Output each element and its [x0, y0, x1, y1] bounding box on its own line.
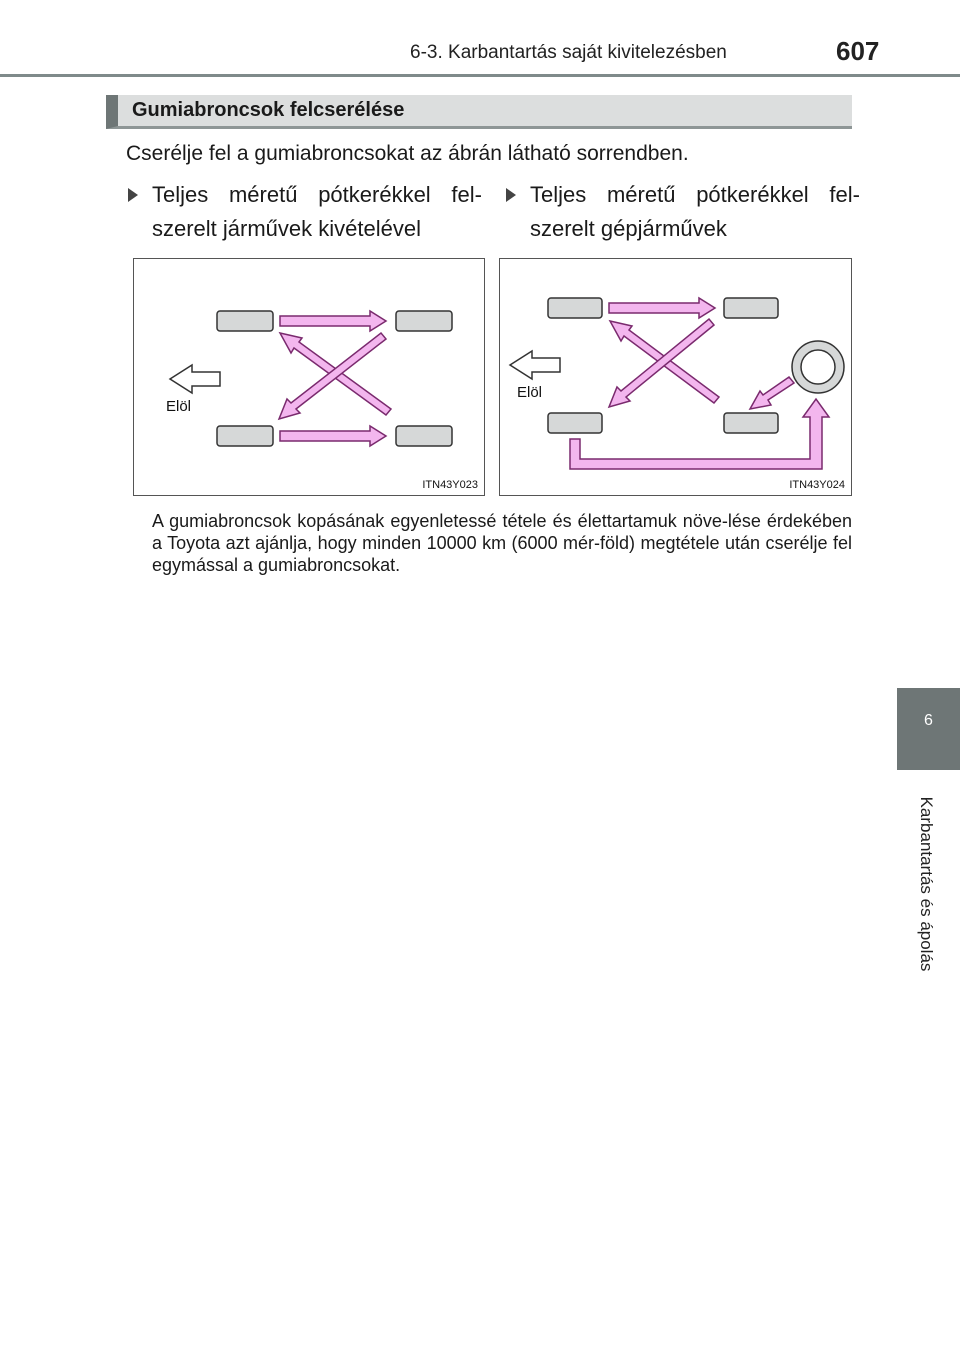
tire-rear-left: [547, 412, 603, 434]
intro-text: Cserélje fel a gumiabroncsokat az ábrán …: [126, 142, 689, 165]
tire-rotation-diagram-1: [168, 309, 453, 448]
tire-front-left: [216, 310, 274, 332]
tire-front-right: [395, 310, 453, 332]
front-direction-arrow-icon: [508, 349, 561, 381]
tire-rear-right: [723, 412, 779, 434]
figure-code-1: ITN43Y023: [422, 479, 478, 491]
front-label-2: Elöl: [517, 384, 543, 401]
arrow-rear-left-to-spare: [569, 397, 831, 470]
arrow-front-left-to-right: [608, 296, 717, 320]
figure-1: Elöl ITN43Y023: [133, 258, 485, 496]
bullet-triangle-icon: [506, 188, 516, 202]
header-section-title: 6-3. Karbantartás saját kivitelezésben: [410, 42, 727, 63]
arrow-front-right-to-rear-left: [277, 331, 388, 421]
arrow-front-right-to-rear-left: [607, 317, 716, 409]
front-direction-arrow-icon: [168, 363, 221, 395]
header-rule: [0, 74, 960, 77]
tire-front-right: [723, 297, 779, 319]
chapter-label-container: Karbantartás és ápolás: [910, 786, 940, 986]
chapter-tab: 6: [897, 688, 960, 770]
arrow-spare-to-rear-right: [748, 375, 796, 411]
tire-rotation-diagram-2: [508, 296, 845, 470]
arrow-rear-left-to-right: [279, 424, 388, 448]
bullet-2-text: Teljes méretű pótkerékkel fel-szerelt gé…: [530, 182, 860, 241]
bullet-2: Teljes méretű pótkerékkel fel-szerelt gé…: [506, 178, 862, 248]
tire-rear-left: [216, 425, 274, 447]
page-number: 607: [836, 36, 880, 66]
front-label-1: Elöl: [166, 398, 192, 415]
figure-2: Elöl ITN43Y024: [499, 258, 852, 496]
tire-front-left: [547, 297, 603, 319]
bullet-1-text: Teljes méretű pótkerékkel fel-szerelt já…: [152, 182, 482, 241]
bullet-1: Teljes méretű pótkerékkel fel-szerelt já…: [128, 178, 484, 248]
tire-rear-right: [395, 425, 453, 447]
section-title: Gumiabroncsok felcserélése: [132, 99, 405, 121]
note-text: A gumiabroncsok kopásának egyenletessé t…: [152, 511, 852, 575]
chapter-label: Karbantartás és ápolás: [917, 796, 936, 972]
arrow-front-left-to-right: [279, 309, 388, 333]
chapter-number: 6: [924, 712, 933, 729]
bullet-triangle-icon: [128, 188, 138, 202]
section-title-bar: Gumiabroncsok felcserélése: [106, 95, 852, 129]
spare-tire-hub: [800, 349, 836, 385]
figure-code-2: ITN43Y024: [789, 479, 845, 491]
